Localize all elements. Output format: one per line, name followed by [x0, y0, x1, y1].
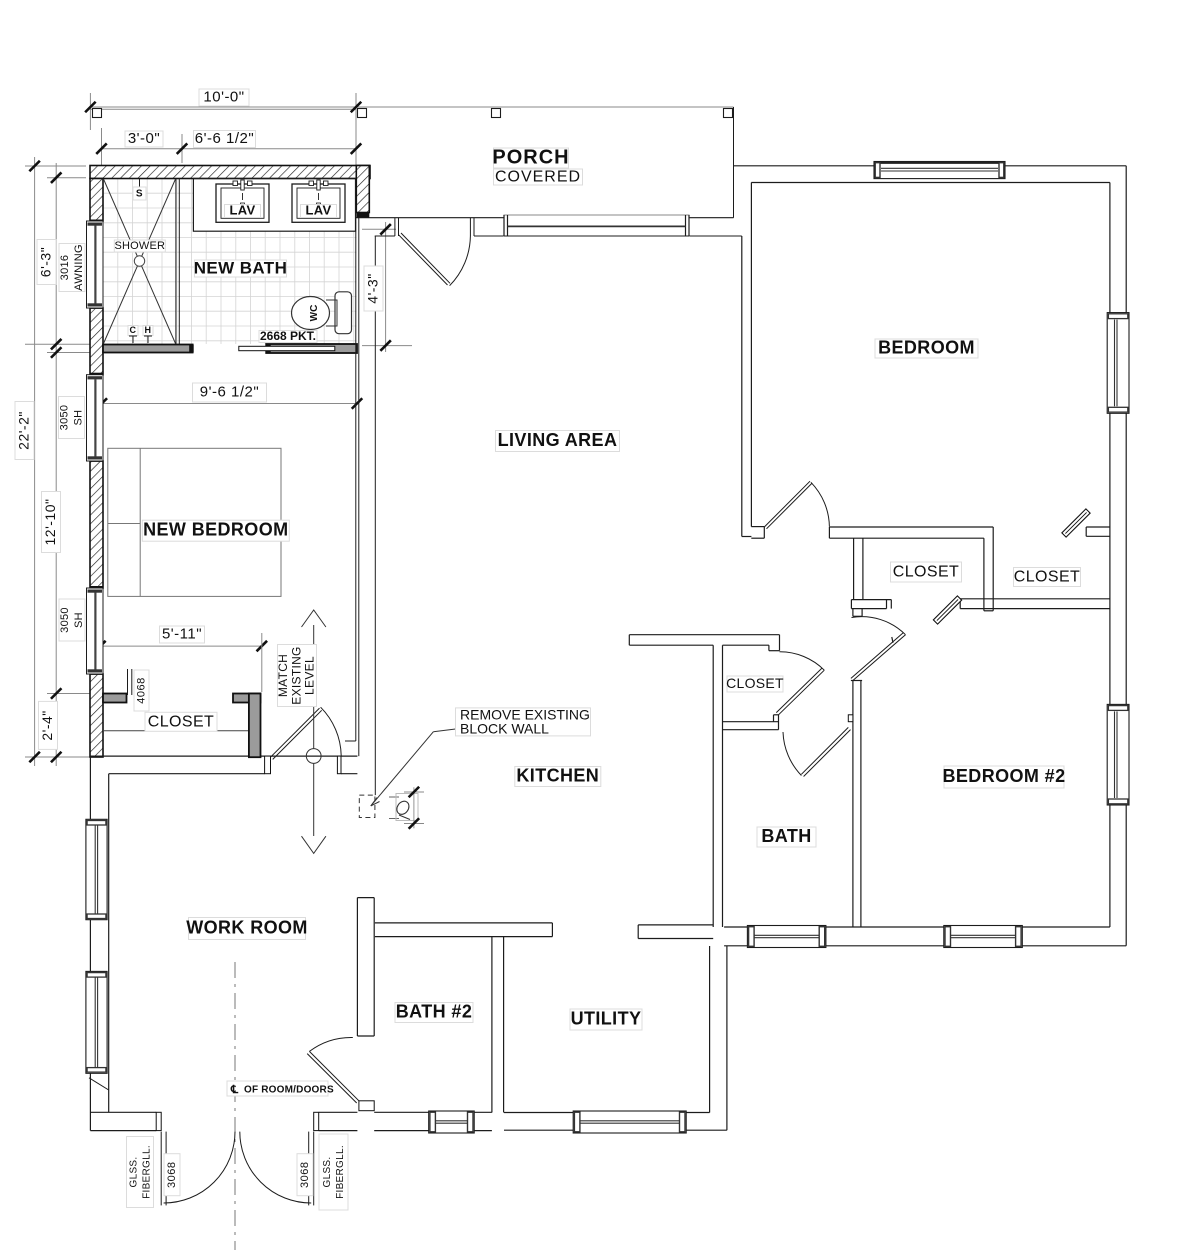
- svg-text:FIBERGLL.: FIBERGLL.: [335, 1145, 346, 1199]
- svg-text:H: H: [145, 325, 152, 335]
- svg-text:BLOCK WALL: BLOCK WALL: [460, 721, 549, 737]
- svg-text:CLOSET: CLOSET: [726, 675, 784, 691]
- svg-text:℄: ℄: [230, 1084, 239, 1096]
- svg-text:3016: 3016: [59, 255, 71, 281]
- svg-text:LAV: LAV: [306, 203, 332, 218]
- svg-text:COVERED: COVERED: [495, 169, 581, 186]
- svg-text:3050: 3050: [59, 607, 71, 633]
- svg-text:BEDROOM #2: BEDROOM #2: [942, 766, 1065, 786]
- svg-text:6'-6 1/2": 6'-6 1/2": [195, 130, 254, 147]
- svg-text:FIBERGLL.: FIBERGLL.: [141, 1145, 152, 1199]
- svg-text:2668 PKT.: 2668 PKT.: [260, 329, 316, 343]
- svg-text:C: C: [130, 325, 137, 335]
- svg-text:BEDROOM: BEDROOM: [878, 338, 975, 358]
- svg-text:4068: 4068: [136, 677, 148, 703]
- svg-text:LAV: LAV: [230, 203, 256, 218]
- svg-text:SH: SH: [73, 612, 85, 628]
- svg-text:22'-2": 22'-2": [15, 411, 31, 450]
- svg-text:LIVING AREA: LIVING AREA: [498, 430, 618, 450]
- svg-text:SH: SH: [73, 410, 85, 426]
- svg-text:6'-3": 6'-3": [37, 247, 53, 277]
- svg-text:S: S: [136, 188, 143, 199]
- svg-text:LEVEL: LEVEL: [303, 656, 317, 695]
- svg-text:GLSS.: GLSS.: [322, 1157, 333, 1188]
- svg-text:5'-11": 5'-11": [162, 626, 202, 643]
- svg-text:NEW BEDROOM: NEW BEDROOM: [143, 520, 288, 540]
- svg-text:3050: 3050: [59, 405, 71, 431]
- svg-text:UTILITY: UTILITY: [571, 1009, 642, 1029]
- svg-text:12'-10": 12'-10": [42, 499, 58, 546]
- svg-text:NEW BATH: NEW BATH: [194, 258, 288, 277]
- svg-text:REMOVE EXISTING: REMOVE EXISTING: [460, 707, 590, 723]
- svg-text:3068: 3068: [166, 1161, 178, 1187]
- svg-text:KITCHEN: KITCHEN: [516, 766, 599, 786]
- svg-text:CLOSET: CLOSET: [148, 713, 214, 730]
- svg-text:WORK ROOM: WORK ROOM: [186, 918, 308, 938]
- svg-text:CLOSET: CLOSET: [893, 564, 959, 581]
- svg-text:SHOWER: SHOWER: [114, 240, 165, 252]
- svg-text:OF ROOM/DOORS: OF ROOM/DOORS: [244, 1085, 334, 1096]
- svg-text:BATH: BATH: [761, 826, 811, 846]
- svg-text:MATCH: MATCH: [276, 654, 290, 697]
- svg-text:2'-4": 2'-4": [39, 710, 55, 740]
- svg-text:3'-0": 3'-0": [128, 130, 160, 147]
- svg-text:10'-0": 10'-0": [203, 89, 244, 106]
- svg-text:AWNING: AWNING: [73, 244, 85, 291]
- svg-text:3068: 3068: [299, 1161, 311, 1187]
- svg-text:BATH #2: BATH #2: [396, 1002, 472, 1022]
- svg-text:PORCH: PORCH: [492, 147, 569, 169]
- svg-text:EXISTING: EXISTING: [289, 646, 303, 704]
- svg-text:4'-3": 4'-3": [364, 273, 380, 303]
- svg-text:9'-6 1/2": 9'-6 1/2": [200, 384, 259, 401]
- svg-text:GLSS.: GLSS.: [128, 1157, 139, 1188]
- svg-text:WC: WC: [309, 305, 320, 322]
- svg-text:CLOSET: CLOSET: [1014, 569, 1080, 586]
